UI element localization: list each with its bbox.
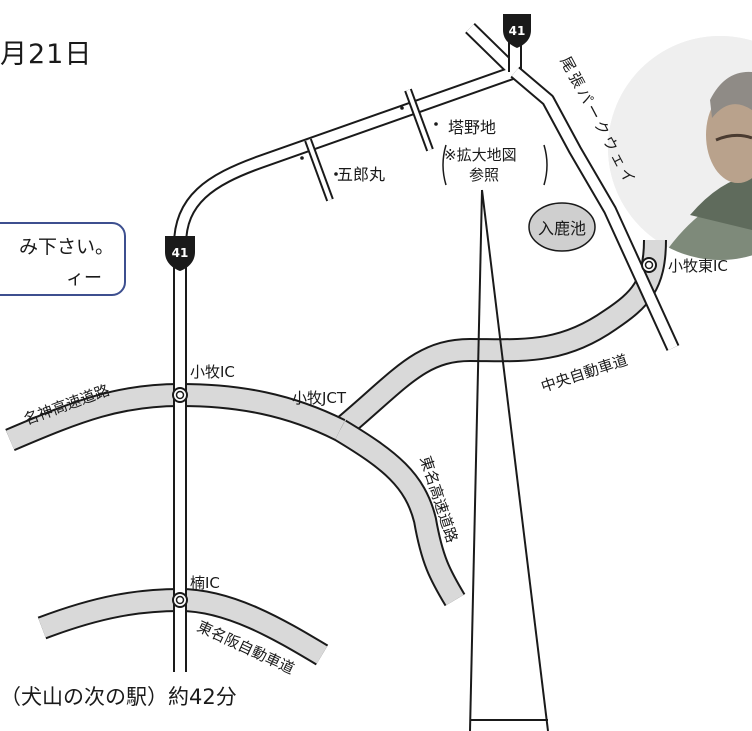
enlarged-map-guide-lines (469, 189, 549, 731)
notice-callout-box: み下さい。 ィー (0, 222, 126, 296)
portrait-photo (608, 36, 752, 260)
crossing-tounochi (400, 88, 438, 152)
travel-time-text: （犬山の次の駅）約42分 (0, 685, 237, 709)
crossing-goroumaru (300, 138, 338, 202)
route-41-shield-top: 41 (503, 14, 531, 48)
route-41-shield-left-label: 41 (172, 246, 189, 260)
route-41-shield-left: 41 (165, 236, 195, 271)
callout-line-2: ィー (66, 268, 102, 289)
expressway-tomei (333, 419, 466, 607)
kusunoki-ic-marker (172, 592, 188, 608)
label-komaki-east-ic: 小牧東IC (668, 257, 728, 275)
route-41-shield-top-label: 41 (509, 24, 526, 38)
label-komaki-ic: 小牧IC (190, 363, 235, 381)
komaki-east-ic-marker (641, 257, 657, 273)
label-enlarged-note: ※拡大地図 (444, 146, 517, 164)
label-kusunoki-ic: 楠IC (190, 574, 220, 592)
expressway-chuo (332, 239, 667, 440)
label-enlarged-note2: 参照 (469, 166, 499, 184)
label-goroumaru: 五郎丸 (337, 165, 385, 184)
label-komaki-jct: 小牧JCT (292, 389, 347, 407)
pond-irukaike: 入鹿池 (528, 202, 596, 252)
pond-label: 入鹿池 (538, 219, 586, 238)
label-tounochi: 塔野地 (448, 118, 496, 137)
event-date-text: 月21日 (0, 39, 93, 70)
komaki-ic-marker (172, 387, 188, 403)
callout-line-1: み下さい。 (18, 236, 114, 258)
owari-parkway-road (510, 66, 680, 351)
